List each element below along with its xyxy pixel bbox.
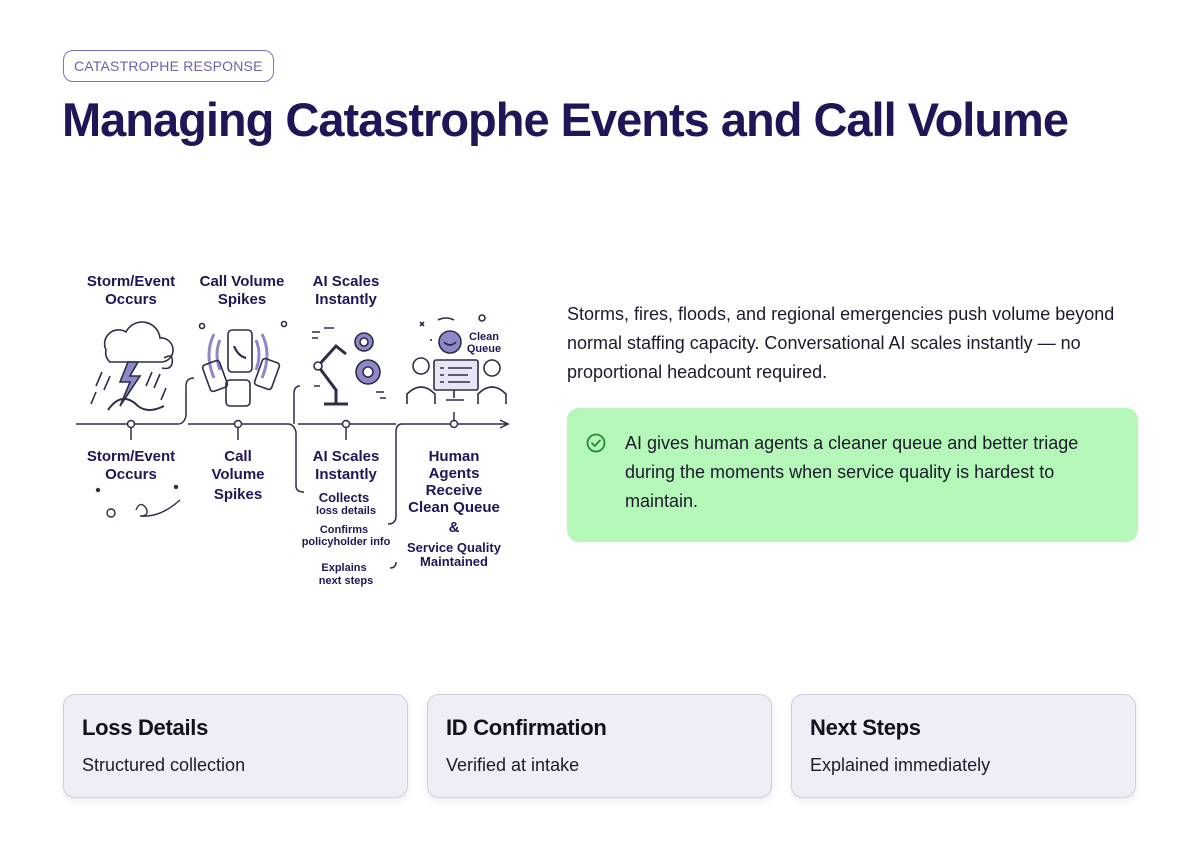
svg-text:Collects: Collects bbox=[319, 490, 370, 505]
top-label-ai-scales: AI Scales Instantly bbox=[313, 273, 380, 308]
bottom-label-call-volume: Call Volume Spikes bbox=[211, 448, 264, 503]
timeline-nodes bbox=[126, 419, 459, 429]
svg-text:loss details: loss details bbox=[316, 505, 376, 517]
bottom-label-storm: Storm/Event Occurs bbox=[87, 448, 175, 483]
card-title: ID Confirmation bbox=[446, 715, 607, 740]
card-next-steps: Next Steps Explained immediately bbox=[791, 694, 1136, 798]
card-loss-details: Loss Details Structured collection bbox=[63, 694, 408, 798]
section-tag: CATASTROPHE RESPONSE bbox=[63, 50, 274, 82]
svg-text:Call Volume: Call Volume bbox=[200, 273, 285, 290]
ringing-phone-icon bbox=[198, 320, 288, 407]
svg-text:AI Scales: AI Scales bbox=[313, 448, 380, 465]
robot-arm-gears-icon bbox=[312, 327, 386, 406]
svg-text:Queue: Queue bbox=[467, 343, 501, 355]
svg-text:Clean Queue: Clean Queue bbox=[408, 499, 500, 516]
svg-text:Explains: Explains bbox=[321, 562, 366, 574]
svg-text:next steps: next steps bbox=[319, 575, 373, 587]
svg-text:Human: Human bbox=[429, 448, 480, 465]
callout-text: AI gives human agents a cleaner queue an… bbox=[625, 433, 1079, 511]
card-title: Next Steps bbox=[810, 715, 921, 740]
clean-queue-label: Clean Queue bbox=[467, 331, 501, 355]
card-title: Loss Details bbox=[82, 715, 209, 740]
svg-text:Agents: Agents bbox=[429, 465, 480, 482]
storm-swirl-decoration bbox=[95, 484, 181, 518]
svg-text:Instantly: Instantly bbox=[315, 466, 377, 483]
svg-text:policyholder info: policyholder info bbox=[302, 536, 391, 548]
agents-at-screen-icon bbox=[406, 314, 507, 404]
svg-text:&: & bbox=[449, 519, 460, 536]
svg-text:Service Quality: Service Quality bbox=[407, 540, 502, 555]
storm-cloud-icon bbox=[90, 321, 174, 411]
bottom-label-ai-scales: AI Scales Instantly bbox=[313, 448, 380, 483]
svg-text:Maintained: Maintained bbox=[420, 554, 488, 569]
svg-text:Call: Call bbox=[224, 448, 252, 465]
description-text: Storms, fires, floods, and regional emer… bbox=[567, 304, 1115, 382]
svg-text:Volume: Volume bbox=[211, 466, 264, 483]
svg-text:Storm/Event: Storm/Event bbox=[87, 448, 175, 465]
svg-text:Occurs: Occurs bbox=[105, 291, 157, 308]
svg-text:Storm/Event: Storm/Event bbox=[87, 273, 175, 290]
bottom-label-human-agents: Human Agents Receive Clean Queue & Servi… bbox=[407, 448, 502, 569]
svg-text:Confirms: Confirms bbox=[320, 524, 368, 536]
card-id-confirmation: ID Confirmation Verified at intake bbox=[427, 694, 772, 798]
svg-text:Clean: Clean bbox=[469, 331, 499, 343]
svg-text:Receive: Receive bbox=[426, 482, 483, 499]
page-title: Managing Catastrophe Events and Call Vol… bbox=[62, 93, 1069, 146]
svg-text:Occurs: Occurs bbox=[105, 466, 157, 483]
check-circle-icon bbox=[586, 433, 606, 453]
highlight-callout: AI gives human agents a cleaner queue an… bbox=[567, 408, 1138, 542]
svg-text:Instantly: Instantly bbox=[315, 291, 377, 308]
svg-text:Spikes: Spikes bbox=[218, 291, 266, 308]
svg-text:AI Scales: AI Scales bbox=[313, 273, 380, 290]
top-label-storm: Storm/Event Occurs bbox=[87, 273, 175, 308]
svg-text:Spikes: Spikes bbox=[214, 486, 262, 503]
timeline bbox=[76, 377, 510, 569]
top-label-call-volume: Call Volume Spikes bbox=[200, 273, 285, 308]
catastrophe-flow-illustration: Storm/Event Occurs Call Volume Spikes AI… bbox=[76, 273, 510, 587]
ai-steps-list: Collects loss details Confirms policyhol… bbox=[302, 490, 391, 587]
card-subtitle: Explained immediately bbox=[810, 755, 991, 775]
card-subtitle: Structured collection bbox=[82, 755, 246, 775]
card-subtitle: Verified at intake bbox=[446, 755, 580, 775]
